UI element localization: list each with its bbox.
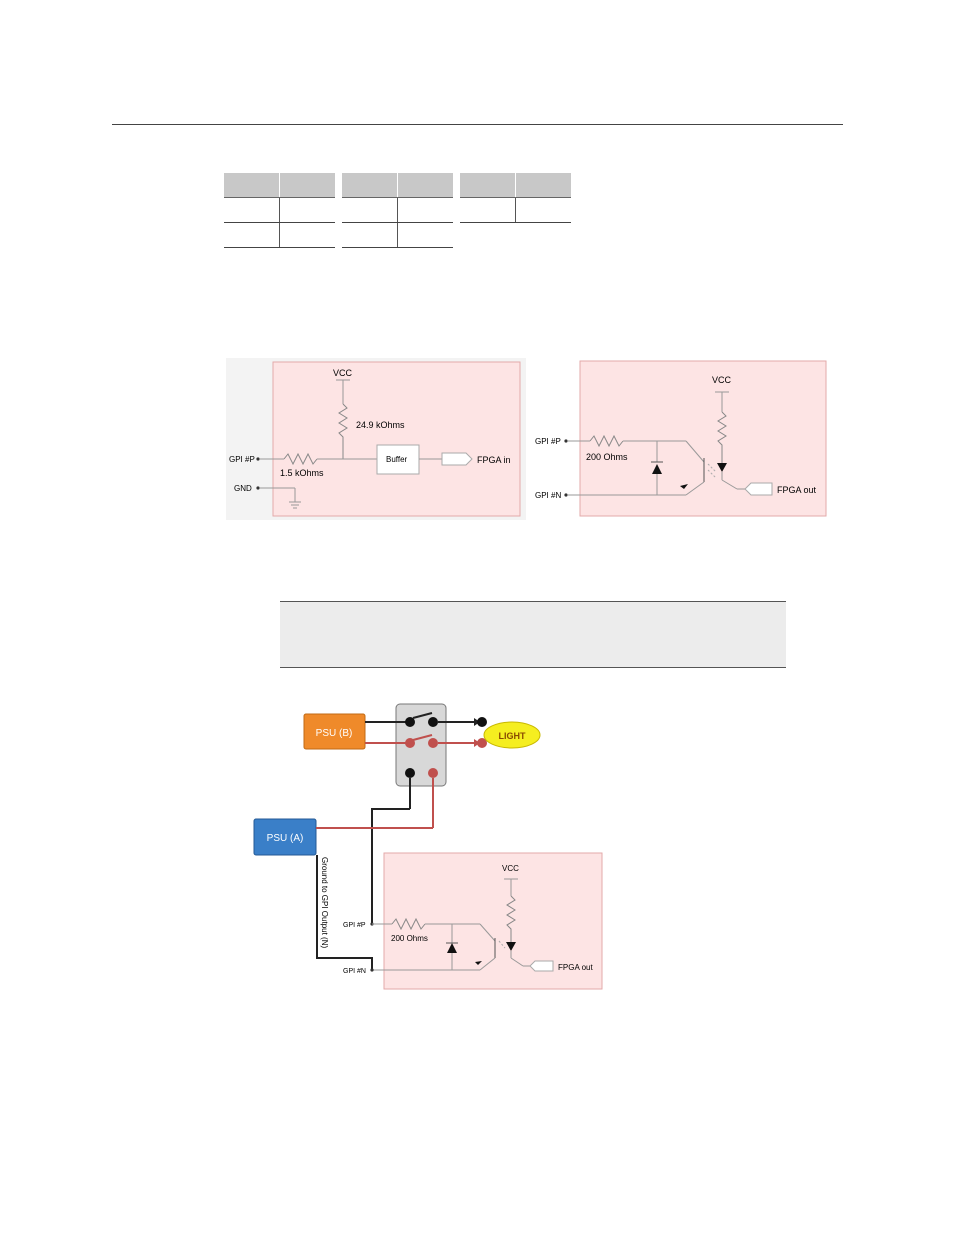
psu-a-box (253, 818, 317, 856)
fpga-out-label: FPGA out (777, 485, 817, 495)
example-fpga-out-port (529, 960, 554, 972)
fpga-out-port (744, 482, 773, 496)
example-gpi-n-label: GPI #N (343, 968, 366, 975)
example-output-panel (383, 852, 603, 990)
note-box (280, 601, 786, 668)
example-vcc-label: VCC (502, 864, 519, 873)
output-resistor-label: 200 Ohms (586, 452, 628, 462)
relay-contact (405, 717, 415, 727)
example-gpi-p-label: GPI #P (343, 922, 366, 929)
input-panel (272, 361, 521, 517)
buffer-label: Buffer (386, 455, 408, 464)
gpi-output-diagram: VCC GPI #P 200 Ohms GPI #N FPGA out (535, 360, 827, 517)
output-pullup-resistor (717, 411, 727, 463)
relay-contact (428, 738, 438, 748)
example-resistor-label: 200 Ohms (391, 934, 428, 943)
gpi-input-diagram: VCC 24.9 kOhms GPI #P 1.5 kOhms Buffer F… (226, 358, 526, 520)
relay-contact (428, 717, 438, 727)
light-label: LIGHT (499, 731, 526, 741)
table-2 (342, 173, 453, 248)
header-rule (112, 124, 843, 125)
output-panel (579, 360, 827, 517)
pullup-resistor (338, 403, 348, 459)
gnd-label: GND (234, 484, 252, 493)
example-fpga-out-label: FPGA out (558, 963, 593, 972)
input-gpi-p-label: GPI #P (229, 455, 255, 464)
fpga-in-port (441, 452, 473, 466)
ground-wire-label: Ground to GPI Output (N) (320, 857, 329, 948)
pullup-label: 24.9 kOhms (356, 420, 405, 430)
psu-b-box (303, 713, 366, 750)
relay-coil-terminal (428, 768, 438, 778)
input-vcc-label: VCC (333, 368, 353, 378)
fpga-in-label: FPGA in (477, 455, 511, 465)
output-diode-icon (652, 464, 662, 474)
relay-contact (405, 738, 415, 748)
table-1 (224, 173, 335, 248)
series-resistor-label: 1.5 kOhms (280, 468, 324, 478)
output-vcc-label: VCC (712, 375, 732, 385)
example-diode-icon (447, 943, 457, 953)
psu-b-label: PSU (B) (316, 728, 353, 739)
buffer-box (376, 444, 420, 475)
psu-a-label: PSU (A) (267, 833, 304, 844)
output-gpi-n-label: GPI #N (535, 491, 561, 500)
relay-coil-terminal (405, 768, 415, 778)
gpi-example-diagram: PSU (B) PSU (A) LIGHT Ground to GPI Outp… (253, 703, 603, 990)
light-bulb-icon (483, 721, 541, 749)
output-gpi-p-label: GPI #P (535, 437, 561, 446)
table-3 (460, 173, 571, 223)
